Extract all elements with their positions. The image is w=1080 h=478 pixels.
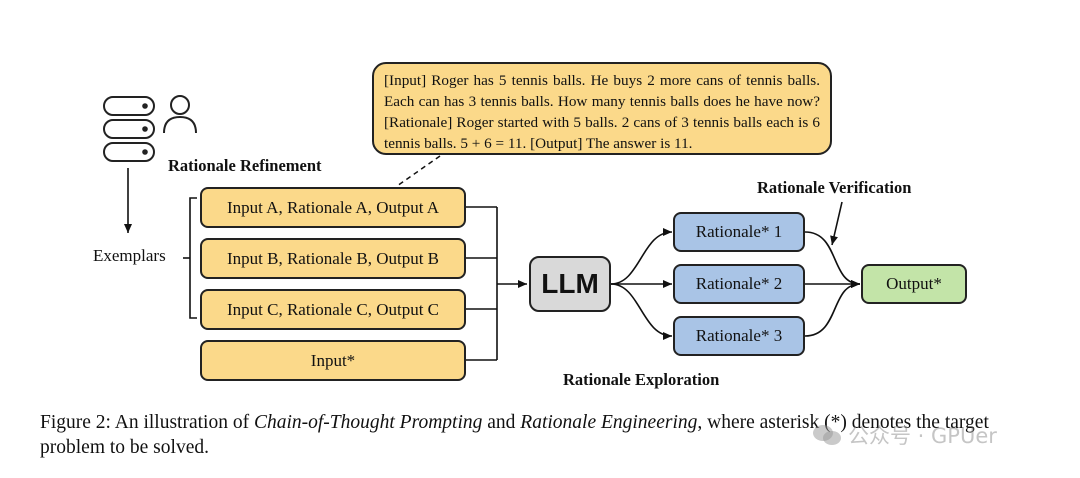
caption-mid: and xyxy=(482,412,521,433)
rationale-exploration-label: Rationale Exploration xyxy=(563,370,720,389)
input-box-a: Input A, Rationale A, Output A xyxy=(200,187,466,228)
rationale-box-2: Rationale* 2 xyxy=(673,264,805,304)
input-box-b: Input B, Rationale B, Output B xyxy=(200,238,466,279)
caption-term-re: Rationale Engineering xyxy=(520,412,698,433)
rationale-box-3: Rationale* 3 xyxy=(673,316,805,356)
wechat-icon xyxy=(813,425,841,445)
watermark-text: 公众号 · GPUer xyxy=(848,424,997,448)
caption-suffix: , where asterisk (*) denotes the target … xyxy=(40,412,989,458)
caption-term-cot: Chain-of-Thought Prompting xyxy=(253,412,483,433)
example-bubble: [Input] Roger has 5 tennis balls. He buy… xyxy=(372,62,832,155)
database-icon xyxy=(103,96,155,162)
input-box-target: Input* xyxy=(200,340,466,381)
watermark: 公众号 · GPUer xyxy=(812,420,997,450)
rationale-box-1: Rationale* 1 xyxy=(673,212,805,252)
exemplars-label: Exemplars xyxy=(93,246,166,265)
user-icon xyxy=(163,95,197,134)
output-box: Output* xyxy=(861,264,967,304)
rationale-refinement-label: Rationale Refinement xyxy=(168,156,322,175)
figure-caption: Figure 2: An illustration of Chain-of-Th… xyxy=(40,410,1040,460)
rationale-verification-label: Rationale Verification xyxy=(757,178,912,197)
caption-prefix: Figure 2: An illustration of xyxy=(40,412,254,433)
input-box-c: Input C, Rationale C, Output C xyxy=(200,289,466,330)
llm-box: LLM xyxy=(529,256,611,312)
